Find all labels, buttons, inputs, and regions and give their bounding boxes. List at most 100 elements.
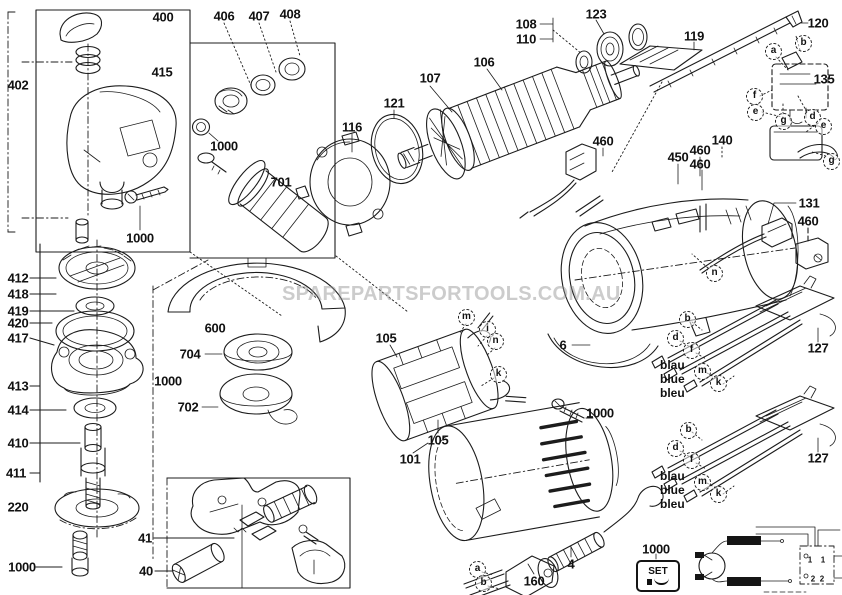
part-label-1000: 1000 (210, 138, 238, 154)
part-label-40: 40 (139, 563, 153, 579)
part-label-140: 140 (711, 132, 733, 148)
callout-d: d (667, 330, 684, 347)
part-label-450: 450 (667, 149, 689, 165)
part-label-116: 116 (341, 119, 363, 135)
part-label-101: 101 (399, 451, 421, 467)
callout-e: e (815, 118, 832, 135)
callout-m: m (694, 363, 711, 380)
part-label-6: 6 (559, 337, 567, 353)
motor-tube-drawing (412, 402, 619, 542)
callout-a: a (765, 43, 782, 60)
callout-b: b (680, 422, 697, 439)
part-label-108: 108 (515, 16, 537, 32)
part-label-110: 110 (515, 31, 537, 47)
callout-m: m (458, 309, 475, 326)
part-label-400: 400 (152, 9, 174, 25)
schematic-terminal-1: 1 (807, 555, 813, 565)
part-label-406: 406 (213, 8, 235, 24)
part-label-412: 412 (7, 270, 29, 286)
callout-k: k (710, 375, 727, 392)
callout-k: k (710, 486, 727, 503)
schematic-terminal-2: 2 (810, 574, 816, 584)
part-label-600: 600 (204, 320, 226, 336)
part-label-107: 107 (419, 70, 441, 86)
callout-g: g (823, 153, 840, 170)
clamp-and-handle-drawing (191, 20, 329, 253)
bearing-flange-drawing (295, 109, 424, 237)
part-label-411: 411 (5, 465, 27, 481)
part-label-415: 415 (151, 64, 173, 80)
part-label-127: 127 (807, 450, 829, 466)
callout-f: f (683, 342, 700, 359)
part-label-419: 419 (7, 303, 29, 319)
part-label-701: 701 (270, 174, 292, 190)
part-label-418: 418 (7, 286, 29, 302)
callout-b: b (475, 575, 492, 592)
callout-n: n (706, 265, 723, 282)
armature-drawing (397, 60, 640, 180)
part-label-414: 414 (7, 402, 29, 418)
callout-b: b (679, 311, 696, 328)
screw-drawing (551, 398, 596, 423)
part-label-123: 123 (585, 6, 607, 22)
plug-and-cord-drawing (463, 485, 664, 595)
armature-bearings-drawing (539, 17, 648, 74)
part-label-1000: 1000 (586, 405, 614, 421)
part-label-460: 460 (689, 142, 711, 158)
callout-m: m (694, 474, 711, 491)
part-label-131: 131 (798, 195, 820, 211)
part-label-121: 121 (383, 95, 405, 111)
watermark: SPAREPARTSFORTOOLS.COM.AU (282, 283, 621, 305)
part-label-460: 460 (797, 213, 819, 229)
part-label-1000: 1000 (642, 541, 670, 557)
part-label-220: 220 (7, 499, 29, 515)
part-label-105: 105 (375, 330, 397, 346)
part-label-119: 119 (683, 28, 705, 44)
schematic-terminal-1: 1 (820, 555, 826, 565)
part-label-413: 413 (7, 378, 29, 394)
part-label-407: 407 (248, 8, 270, 24)
callout-f: f (683, 452, 700, 469)
callout-k: k (490, 366, 507, 383)
part-label-402: 402 (7, 77, 29, 93)
schematic-terminal-2: 2 (819, 574, 825, 584)
part-label-120: 120 (807, 15, 829, 31)
part-label-410: 410 (7, 435, 29, 451)
motor-housing-drawing (519, 143, 829, 368)
part-label-160: 160 (523, 573, 545, 589)
set-box-label: SET (648, 566, 668, 577)
wiring-schematic-drawing (695, 526, 842, 593)
part-label-704: 704 (179, 346, 201, 362)
part-label-1000: 1000 (154, 373, 182, 389)
spindle-parts-drawing (29, 239, 144, 577)
part-label-105: 105 (427, 432, 449, 448)
part-label-1000: 1000 (126, 230, 154, 246)
callout-b: b (795, 35, 812, 52)
part-label-41: 41 (138, 530, 152, 546)
part-label-1000: 1000 (8, 559, 36, 575)
part-label-408: 408 (279, 6, 301, 22)
callout-e: e (747, 104, 764, 121)
part-label-135: 135 (813, 71, 835, 87)
guard-and-flange-drawing (152, 251, 409, 561)
switch-drawing (759, 35, 838, 161)
cover-strip-drawing (611, 10, 809, 173)
part-label-127: 127 (807, 340, 829, 356)
grease-set-box: SET (636, 560, 680, 592)
part-label-460: 460 (689, 156, 711, 172)
part-label-702: 702 (177, 399, 199, 415)
callout-g: g (775, 113, 792, 130)
callout-n: n (487, 333, 504, 350)
part-label-420: 420 (7, 315, 29, 331)
grease-tube-icon (647, 578, 669, 585)
part-label-106: 106 (473, 54, 495, 70)
part-label-4: 4 (567, 556, 575, 572)
callout-d: d (667, 440, 684, 457)
brush-assembly-drawing (153, 477, 351, 589)
